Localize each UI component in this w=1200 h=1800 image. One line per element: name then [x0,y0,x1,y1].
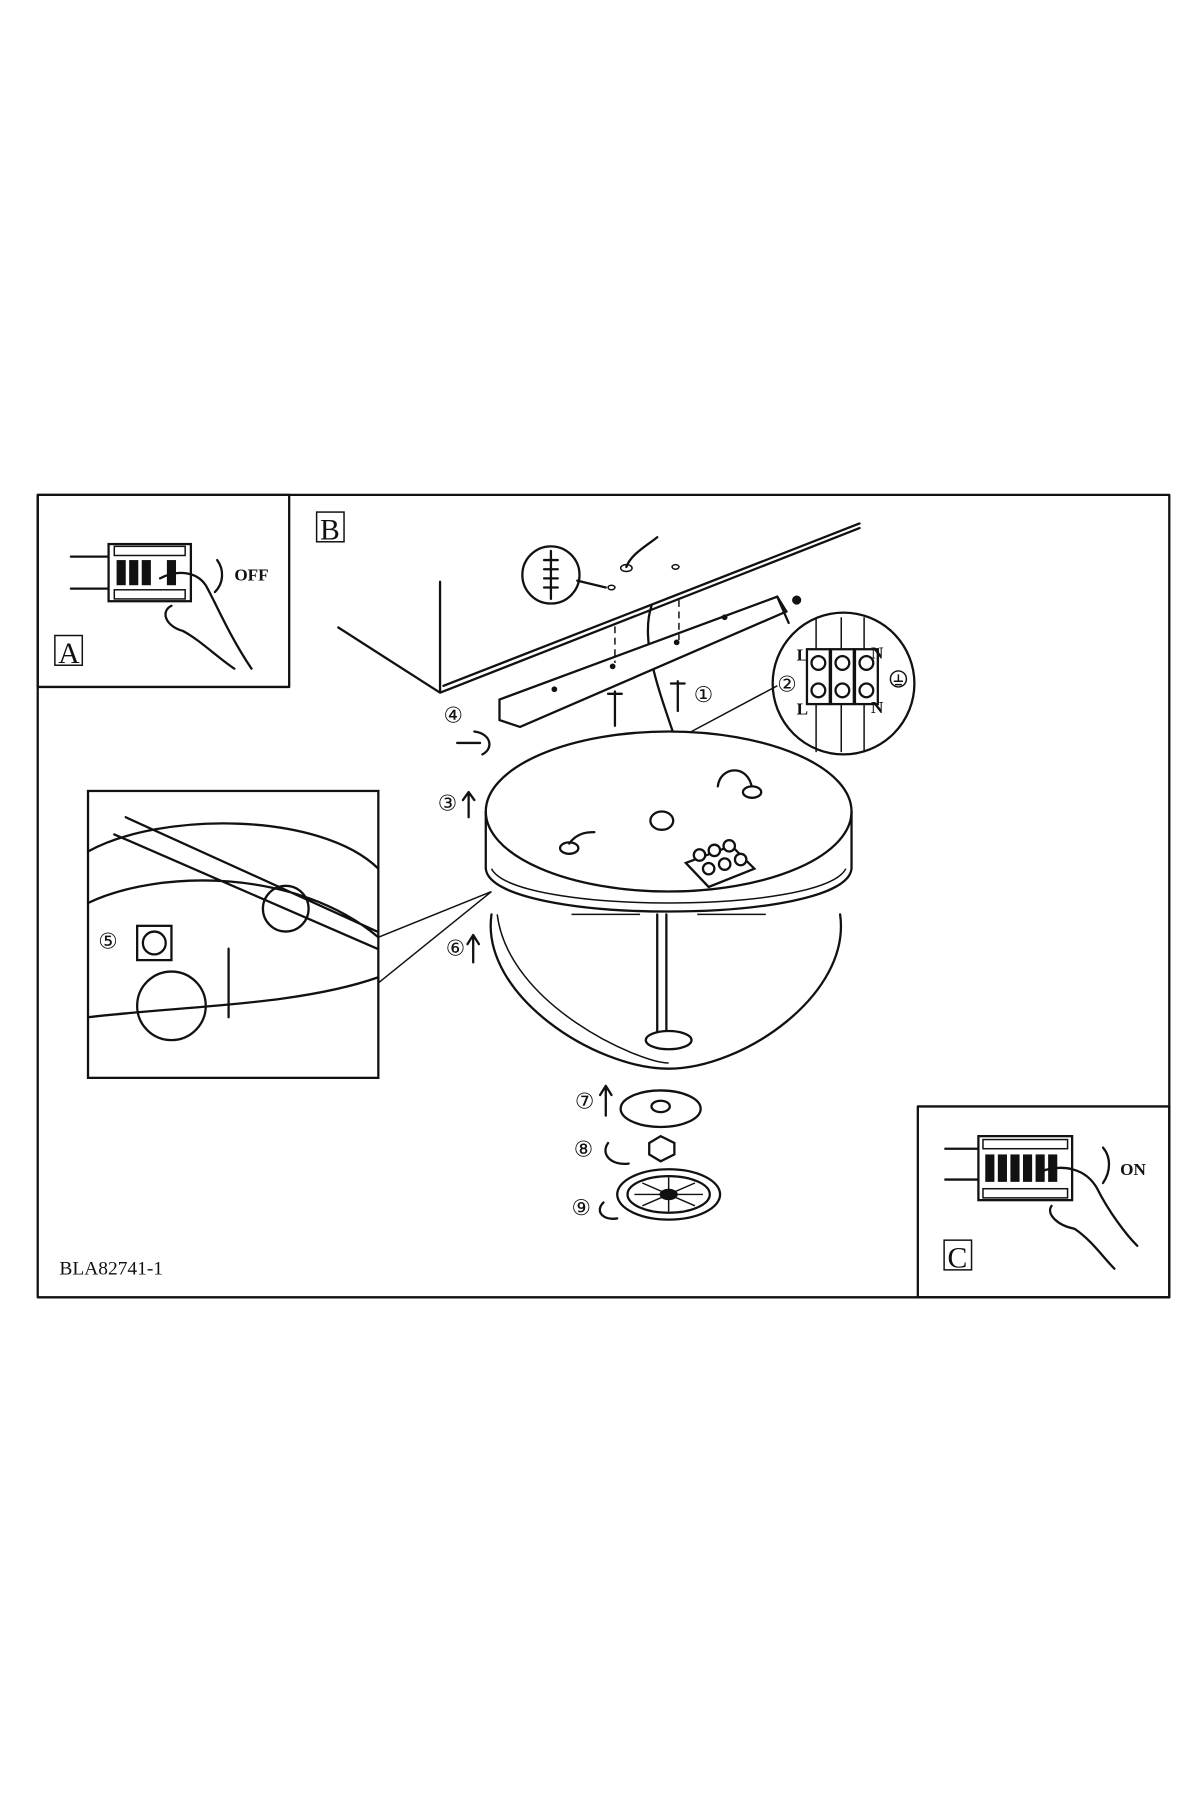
live-label-bottom: L [797,699,808,718]
step-4-label: ④ [443,703,462,728]
decorative-cap [616,1168,722,1221]
bulb-installation-detail: ⑤ [86,789,492,1079]
earth-symbol-icon [889,670,908,688]
switch-down-arrow-icon [213,558,224,594]
panel-b-label: B [320,514,340,546]
step-8-label: ⑧ [574,1138,593,1163]
lamp-base [484,730,853,916]
connector-block [683,838,757,889]
neutral-label-bottom: N [871,698,884,717]
switch-on-label: ON [1120,1160,1146,1179]
switch-up-arrow-icon [1101,1146,1111,1185]
hand-icon [1038,1166,1139,1270]
switch-off-label: OFF [234,566,268,585]
neutral-label-top: N [871,643,884,662]
panel-c-switch-on: ON C [916,1105,1171,1299]
step-2-label: ② [777,673,796,698]
step-3-label: ③ [438,791,457,816]
step-6-label: ⑥ [446,937,465,962]
live-label-top: L [797,646,808,665]
up-arrow-icon [461,790,476,819]
up-arrow-icon [598,1084,613,1117]
breaker-switches-icon [113,545,186,600]
panel-c-label: C [948,1243,968,1275]
wall-plug-detail [521,545,607,605]
bulb-icon [136,970,207,1042]
bulb-icon [261,884,310,933]
step-9-label: ⑨ [572,1196,591,1221]
panel-a-switch-off: OFF A [36,493,291,689]
panel-a-label: A [58,638,80,670]
step-1-label: ① [694,683,713,708]
ceiling [337,522,861,694]
terminal-block-detail: L N L N [691,611,916,756]
rotate-arrow-icon [604,1141,630,1165]
screw-icon [606,690,623,727]
hand-icon [158,571,253,670]
nut [648,1134,676,1163]
step-7-label: ⑦ [575,1090,594,1115]
step-5-label: ⑤ [98,930,117,955]
rotate-arrow-icon [598,1201,619,1220]
washer [619,1089,702,1129]
glass-shade [489,913,843,1070]
screw-icon [669,680,686,713]
mounting-bracket [498,595,802,729]
diagram-frame [36,493,1171,1299]
screw-rotate-icon [456,730,491,756]
up-arrow-icon [466,933,481,964]
document-code: BLA82741-1 [59,1258,163,1279]
